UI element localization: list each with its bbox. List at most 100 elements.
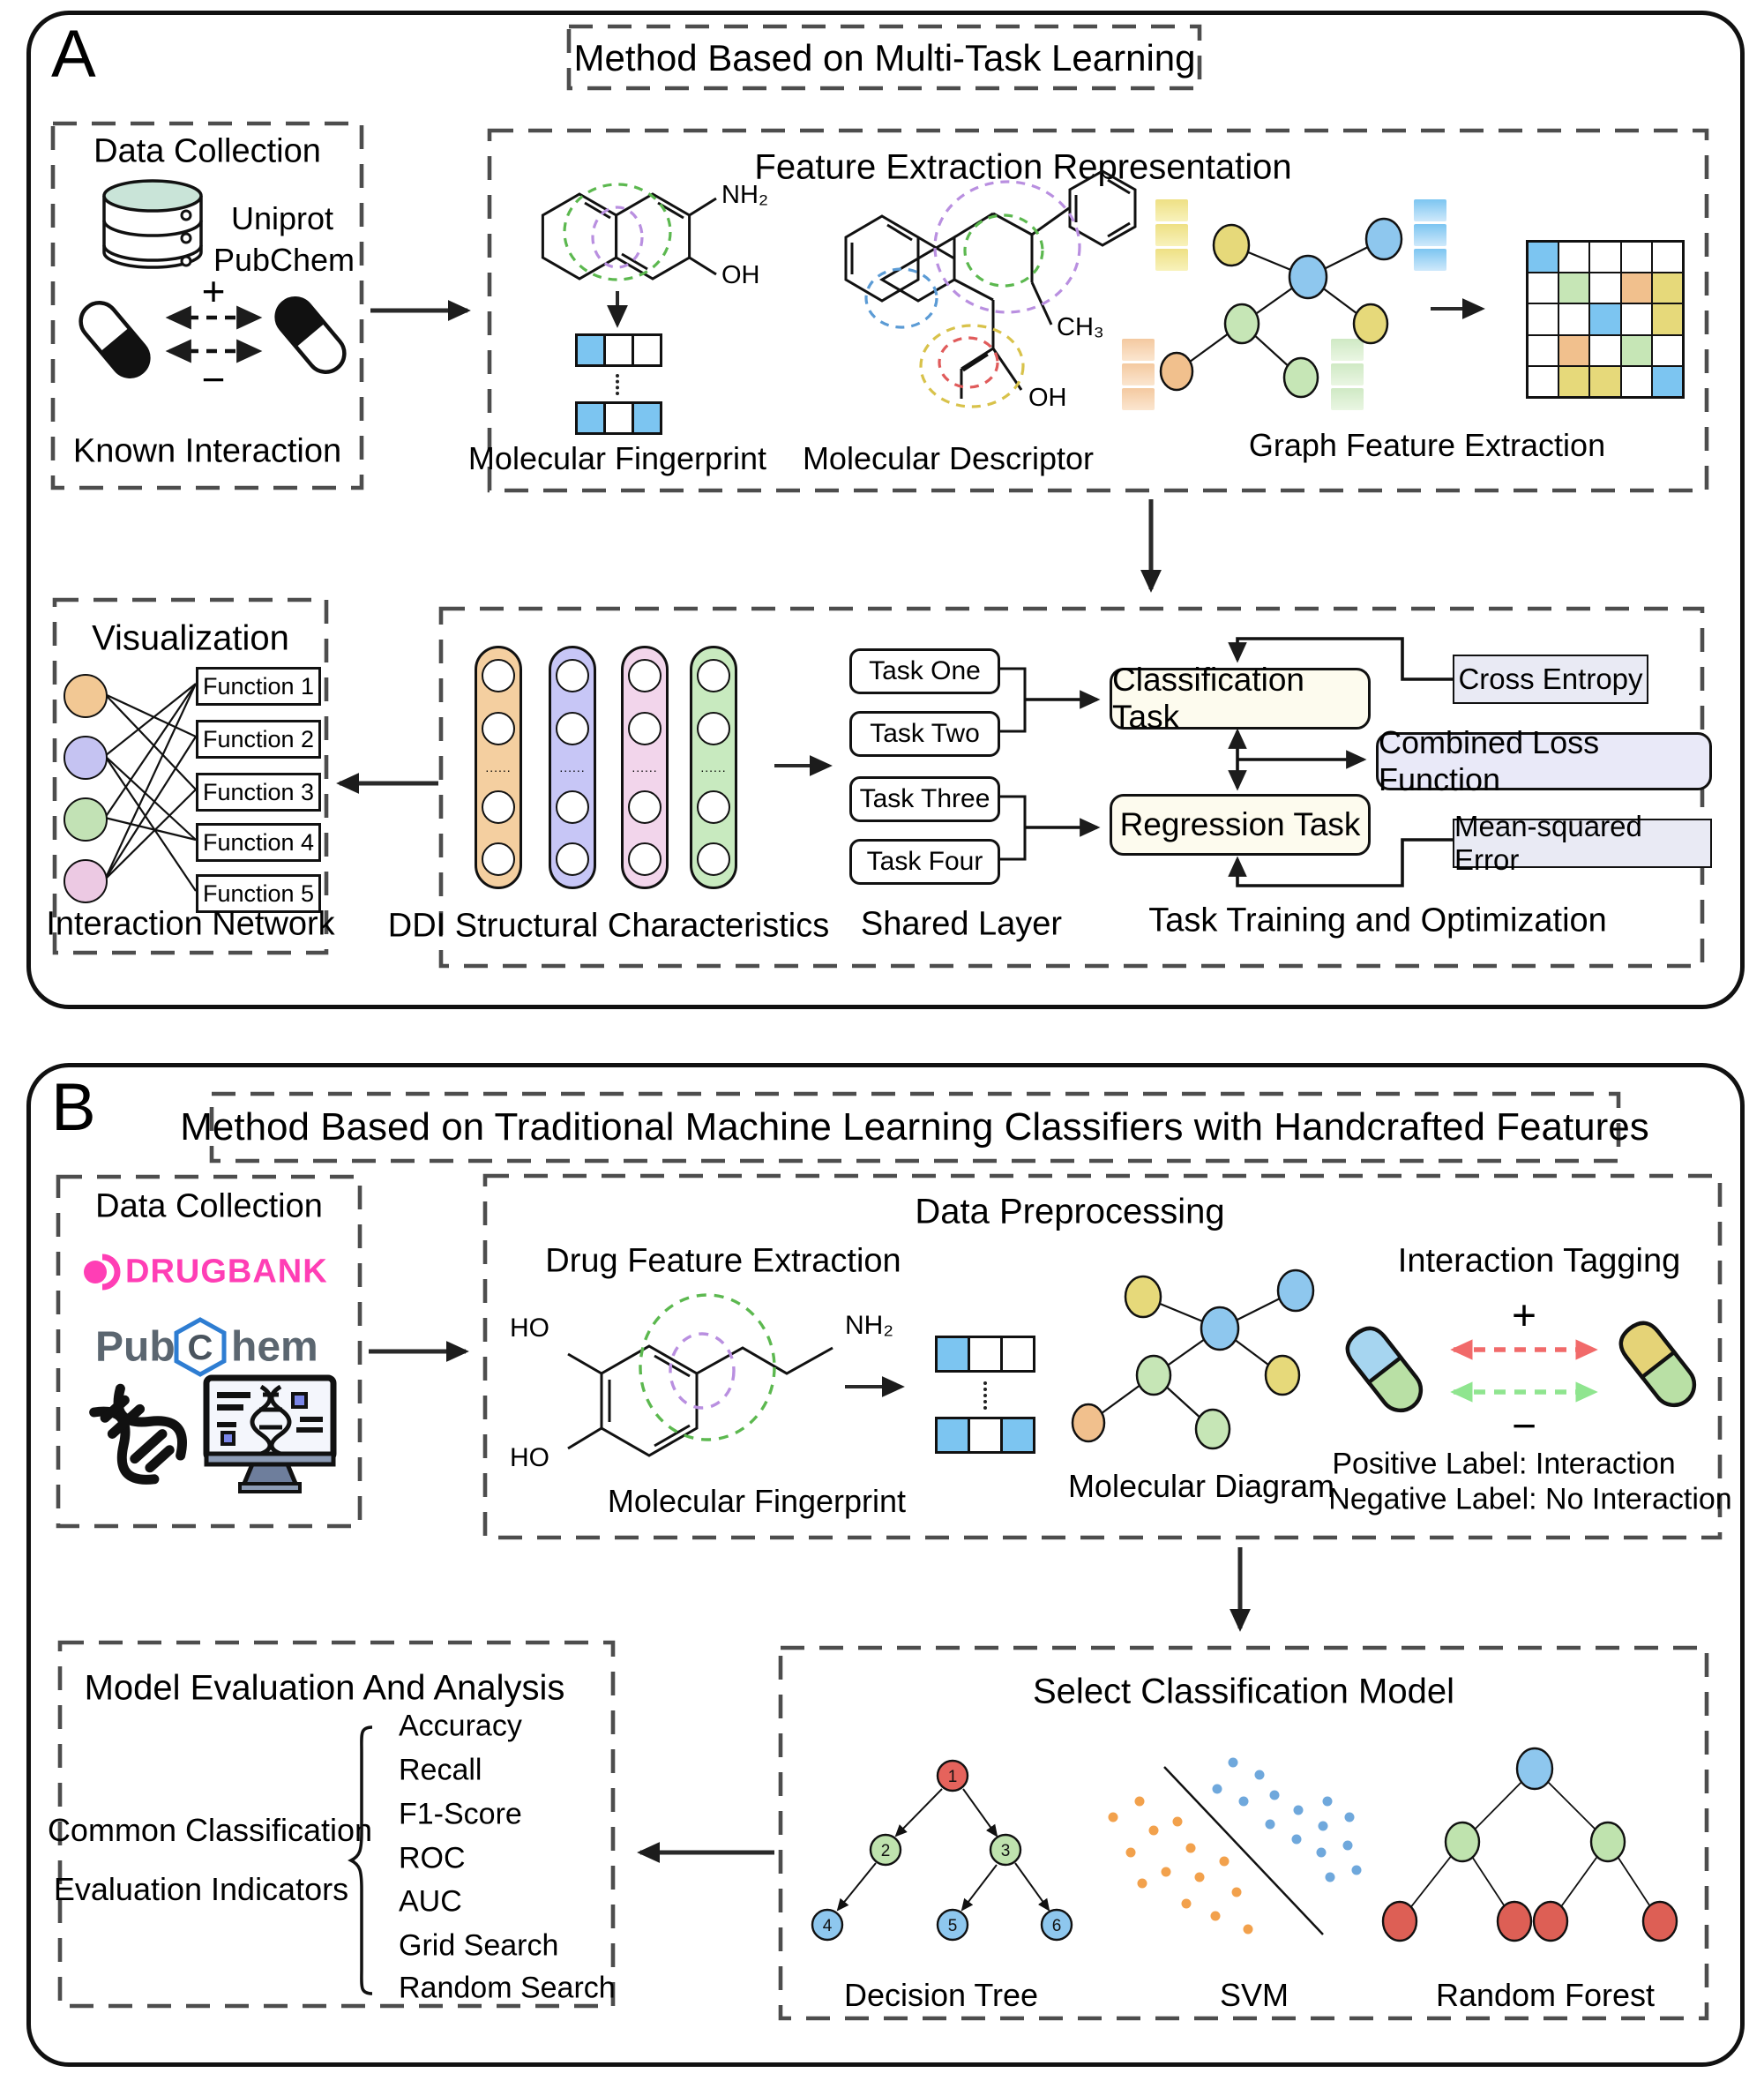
dt-node-1: 1 [948, 1768, 958, 1786]
ddi-column-orange: ...... [475, 646, 522, 889]
capsule-right-icon [274, 296, 347, 374]
function-box-2: Function 2 [196, 720, 321, 759]
feature-bar-orange [1122, 339, 1155, 410]
mean-squared-error-box: Mean-squared Error [1453, 810, 1712, 876]
network-node-purple [64, 736, 108, 780]
capsule-blue-green-icon [1345, 1326, 1424, 1413]
random-forest-diagram [1381, 1747, 1678, 1942]
data-collection-b-title: Data Collection [95, 1187, 323, 1225]
dt-node-5: 5 [948, 1917, 958, 1935]
data-collection-a-title: Data Collection [93, 132, 321, 170]
dt-node-4: 4 [823, 1917, 833, 1935]
dopamine-structure: HO HO NH₂ [510, 1293, 893, 1472]
drugbank-pill-icon [84, 1254, 121, 1291]
indicator-recall: Recall [399, 1753, 482, 1787]
feature-extraction-title: Feature Extraction Representation [754, 147, 1292, 187]
ho-top-label: HO [510, 1313, 549, 1343]
fingerprint-bits-row1 [575, 333, 662, 367]
shared-layer-label: Shared Layer [860, 905, 1063, 943]
tagging-minus-sign: − [1511, 1403, 1537, 1450]
fingerprint-bits-row2 [575, 401, 662, 435]
minus-sign: − [201, 356, 226, 402]
classification-task-box: Classification Task [1110, 662, 1371, 735]
ch3-label: CH₃ [1057, 313, 1104, 341]
task-one-box: Task One [849, 648, 1000, 694]
molecule-descriptor-structure: CH₃ OH [844, 169, 1137, 412]
tagging-plus-sign: + [1511, 1292, 1537, 1340]
task-three-box: Task Three [849, 776, 1000, 822]
function-box-3: Function 3 [196, 773, 321, 812]
panel-b-label: B [51, 1070, 96, 1145]
visualization-title: Visualization [92, 618, 289, 658]
nh2-b-label: NH₂ [845, 1311, 893, 1340]
ddi-column-purple: ...... [549, 646, 596, 889]
pubchem-logo-c: C [188, 1328, 213, 1367]
capsule-left-icon [78, 301, 151, 378]
fingerprint-b-row2 [935, 1417, 1035, 1454]
panel-b-border [26, 1063, 1745, 2067]
panel-a-border [26, 11, 1745, 1009]
function-box-1: Function 1 [196, 667, 321, 706]
svm-diagram [1108, 1757, 1362, 1935]
function-box-4: Function 4 [196, 823, 321, 862]
network-node-green [64, 797, 108, 842]
nh2-label: NH₂ [721, 181, 768, 209]
negative-label-text: Negative Label: No Interaction [1328, 1482, 1732, 1516]
source-pubchem: PubChem [213, 242, 355, 278]
molecular-fingerprint-label: Molecular Fingerprint [467, 440, 767, 476]
fingerprint-b-dots [983, 1381, 987, 1410]
dna-icon [89, 1383, 187, 1485]
select-model-title: Select Classification Model [1033, 1672, 1454, 1711]
source-uniprot: Uniprot [230, 200, 334, 236]
network-node-orange [64, 674, 108, 718]
indicator-grid-search: Grid Search [399, 1928, 559, 1963]
oh-label: OH [721, 261, 760, 289]
indicator-random-search: Random Search [399, 1971, 616, 2005]
random-forest-label: Random Forest [1435, 1977, 1656, 2013]
computer-monitor-icon [203, 1374, 337, 1493]
brace-glyph [348, 1725, 373, 1995]
molecular-diagram-label: Molecular Diagram [1067, 1468, 1335, 1504]
dt-node-2: 2 [881, 1842, 891, 1860]
fingerprint-b-row1 [935, 1336, 1035, 1373]
adjacency-matrix [1526, 240, 1685, 399]
molecular-graph-b [1071, 1268, 1315, 1450]
graph-feature-extraction-label: Graph Feature Extraction [1248, 427, 1606, 463]
ddi-column-pink: ...... [621, 646, 669, 889]
capsule-yellow-green-icon [1618, 1321, 1697, 1408]
positive-label-text: Positive Label: Interaction [1332, 1447, 1676, 1481]
known-interaction-caption: Known Interaction [72, 432, 342, 470]
panel-a-label: A [51, 17, 96, 92]
task-two-box: Task Two [849, 711, 1000, 757]
interaction-network-caption: Interaction Network [46, 905, 335, 943]
drug-feature-extraction-title: Drug Feature Extraction [545, 1242, 901, 1280]
molecular-descriptor-label: Molecular Descriptor [802, 440, 1095, 476]
ddi-structural-label: DDI Structural Characteristics [387, 907, 830, 945]
database-icon [102, 179, 203, 269]
bits-dots [616, 374, 619, 395]
network-node-pink [64, 859, 108, 903]
combined-loss-box: Combined Loss Function [1376, 724, 1712, 797]
plus-sign: + [201, 268, 226, 314]
dt-node-3: 3 [1001, 1842, 1011, 1860]
decision-tree-label: Decision Tree [843, 1977, 1039, 2013]
decision-tree-diagram: 1 2 3 4 5 6 [811, 1759, 1073, 1942]
feature-bar-green [1331, 339, 1364, 410]
pubchem-logo-hem: hem [231, 1323, 318, 1371]
dt-node-6: 6 [1052, 1917, 1062, 1935]
panel-b-title: Method Based on Traditional Machine Lear… [180, 1105, 1649, 1149]
task-four-box: Task Four [849, 839, 1000, 885]
pubchem-hexagon-icon: C [174, 1317, 227, 1377]
molecule-fingerprint-structure: NH₂ OH [541, 181, 768, 289]
cross-entropy-box: Cross Entropy [1453, 655, 1648, 704]
panel-a-title: Method Based on Multi-Task Learning [573, 37, 1196, 79]
svm-label: SVM [1219, 1977, 1289, 2013]
ddi-column-green: ...... [690, 646, 737, 889]
molecular-graph-a [1159, 217, 1403, 399]
function-box-5: Function 5 [196, 874, 321, 913]
regression-task-box: Regression Task [1110, 794, 1371, 856]
indicator-auc: AUC [399, 1884, 462, 1919]
oh2-label: OH [1028, 384, 1067, 412]
indicator-f1-score: F1-Score [399, 1797, 522, 1831]
